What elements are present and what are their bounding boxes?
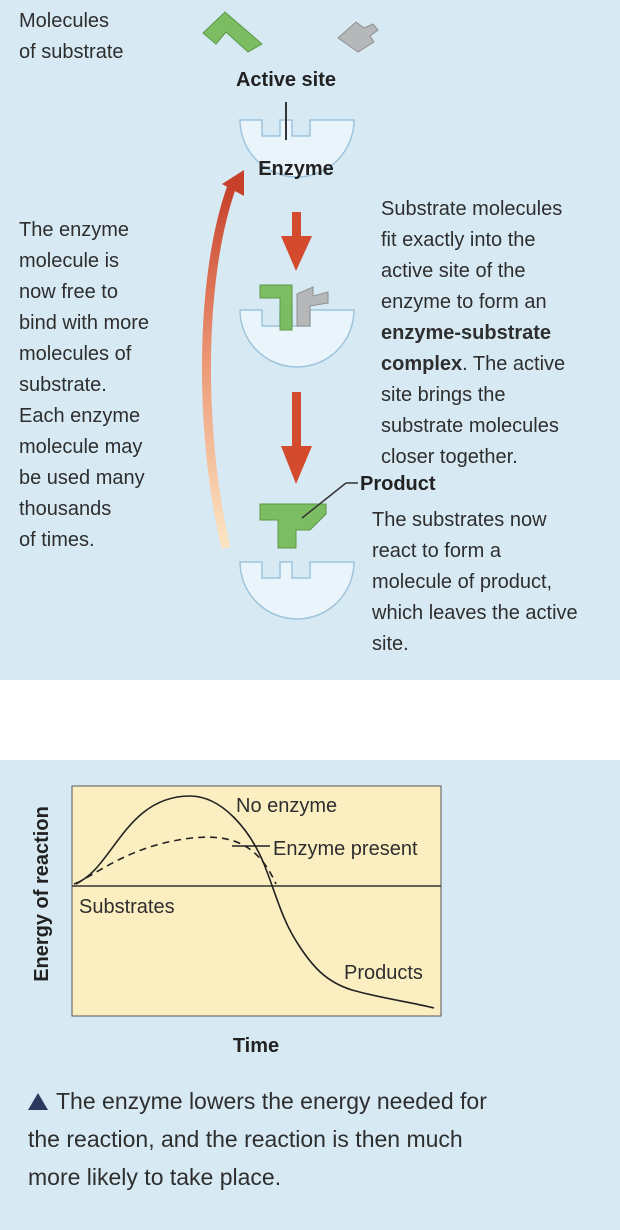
left-note-line: molecule is xyxy=(19,250,120,272)
right-note-line: fit exactly into the xyxy=(381,229,536,251)
label-substrates: Substrates xyxy=(79,896,175,918)
right-note-line: molecule of product, xyxy=(372,571,553,593)
left-note-line: Each enzyme xyxy=(19,405,141,427)
down-arrow-2 xyxy=(281,392,312,484)
plot-area xyxy=(71,785,442,1017)
left-note-line: thousands xyxy=(19,498,112,520)
caption-text: The enzyme lowers the energy needed for … xyxy=(28,1088,487,1190)
right-note-bold-term: complex xyxy=(381,353,463,375)
energy-chart-panel: No enzyme Enzyme present Substrates Prod… xyxy=(0,760,620,1230)
caption: The enzyme lowers the energy needed for … xyxy=(28,1082,508,1196)
label-enzyme-present: Enzyme present xyxy=(273,838,418,860)
substrate-label-2: of substrate xyxy=(19,41,124,63)
bound-green-substrate-icon xyxy=(259,284,293,331)
right-note-line: substrate molecules xyxy=(381,415,559,437)
product-molecule-icon xyxy=(259,503,327,549)
left-note-line: be used many xyxy=(19,467,145,489)
right-note-line: enzyme to form an xyxy=(381,291,547,313)
left-note-line: molecules of xyxy=(19,343,132,365)
enzyme-bottom-shape xyxy=(239,561,355,620)
right-note-complex: Substrate molecules fit exactly into the… xyxy=(381,194,565,473)
left-note-line: The enzyme xyxy=(19,219,130,241)
left-note-line: now free to xyxy=(19,281,118,303)
triangle-icon xyxy=(28,1093,48,1110)
enzyme-label: Enzyme xyxy=(258,158,334,180)
right-note-line: complex. The active xyxy=(381,349,565,380)
enzyme-diagram-panel: Active site Enzyme Product Molecules of … xyxy=(0,0,620,680)
bound-gray-substrate-icon xyxy=(296,286,329,327)
right-note-product: The substrates now react to form a molec… xyxy=(372,505,578,660)
right-note-line: The substrates now xyxy=(372,509,547,531)
series-enzyme-present xyxy=(75,836,277,885)
right-note-text: . The active xyxy=(462,353,566,375)
left-note-line: substrate. xyxy=(19,374,107,396)
product-label: Product xyxy=(360,473,436,495)
return-arrow-head xyxy=(222,170,244,196)
green-substrate-icon xyxy=(202,11,263,53)
substrate-label-1: Molecules xyxy=(19,10,110,32)
series-no-enzyme xyxy=(73,795,435,1009)
right-note-line: active site of the xyxy=(381,260,526,282)
energy-chart: No enzyme Enzyme present Substrates Prod… xyxy=(31,785,442,1057)
enzyme-diagram: Active site Enzyme Product xyxy=(202,11,436,620)
active-site-label: Active site xyxy=(236,69,336,91)
right-note-line: site. xyxy=(372,633,409,655)
right-note-line: site brings the xyxy=(381,384,506,406)
label-products: Products xyxy=(344,962,423,984)
left-note: The enzyme molecule is now free to bind … xyxy=(19,215,149,556)
right-note-bold-term: enzyme-substrate xyxy=(381,322,552,344)
left-note-line: bind with more xyxy=(19,312,150,334)
right-note-line: react to form a xyxy=(372,540,501,562)
label-no-enzyme: No enzyme xyxy=(236,795,337,817)
product-pointer xyxy=(301,482,347,519)
right-note-line: closer together. xyxy=(381,446,518,468)
left-note-line: of times. xyxy=(19,529,95,551)
gray-substrate-icon xyxy=(337,21,379,53)
right-note-line: which leaves the active xyxy=(372,602,578,624)
left-note-line: molecule may xyxy=(19,436,143,458)
enzyme-top-shape xyxy=(239,119,355,178)
x-axis-label: Time xyxy=(233,1035,279,1057)
down-arrow-1 xyxy=(281,212,312,271)
right-note-line: Substrate molecules xyxy=(381,198,563,220)
return-arrow xyxy=(202,184,237,550)
y-axis-label: Energy of reaction xyxy=(31,806,53,982)
